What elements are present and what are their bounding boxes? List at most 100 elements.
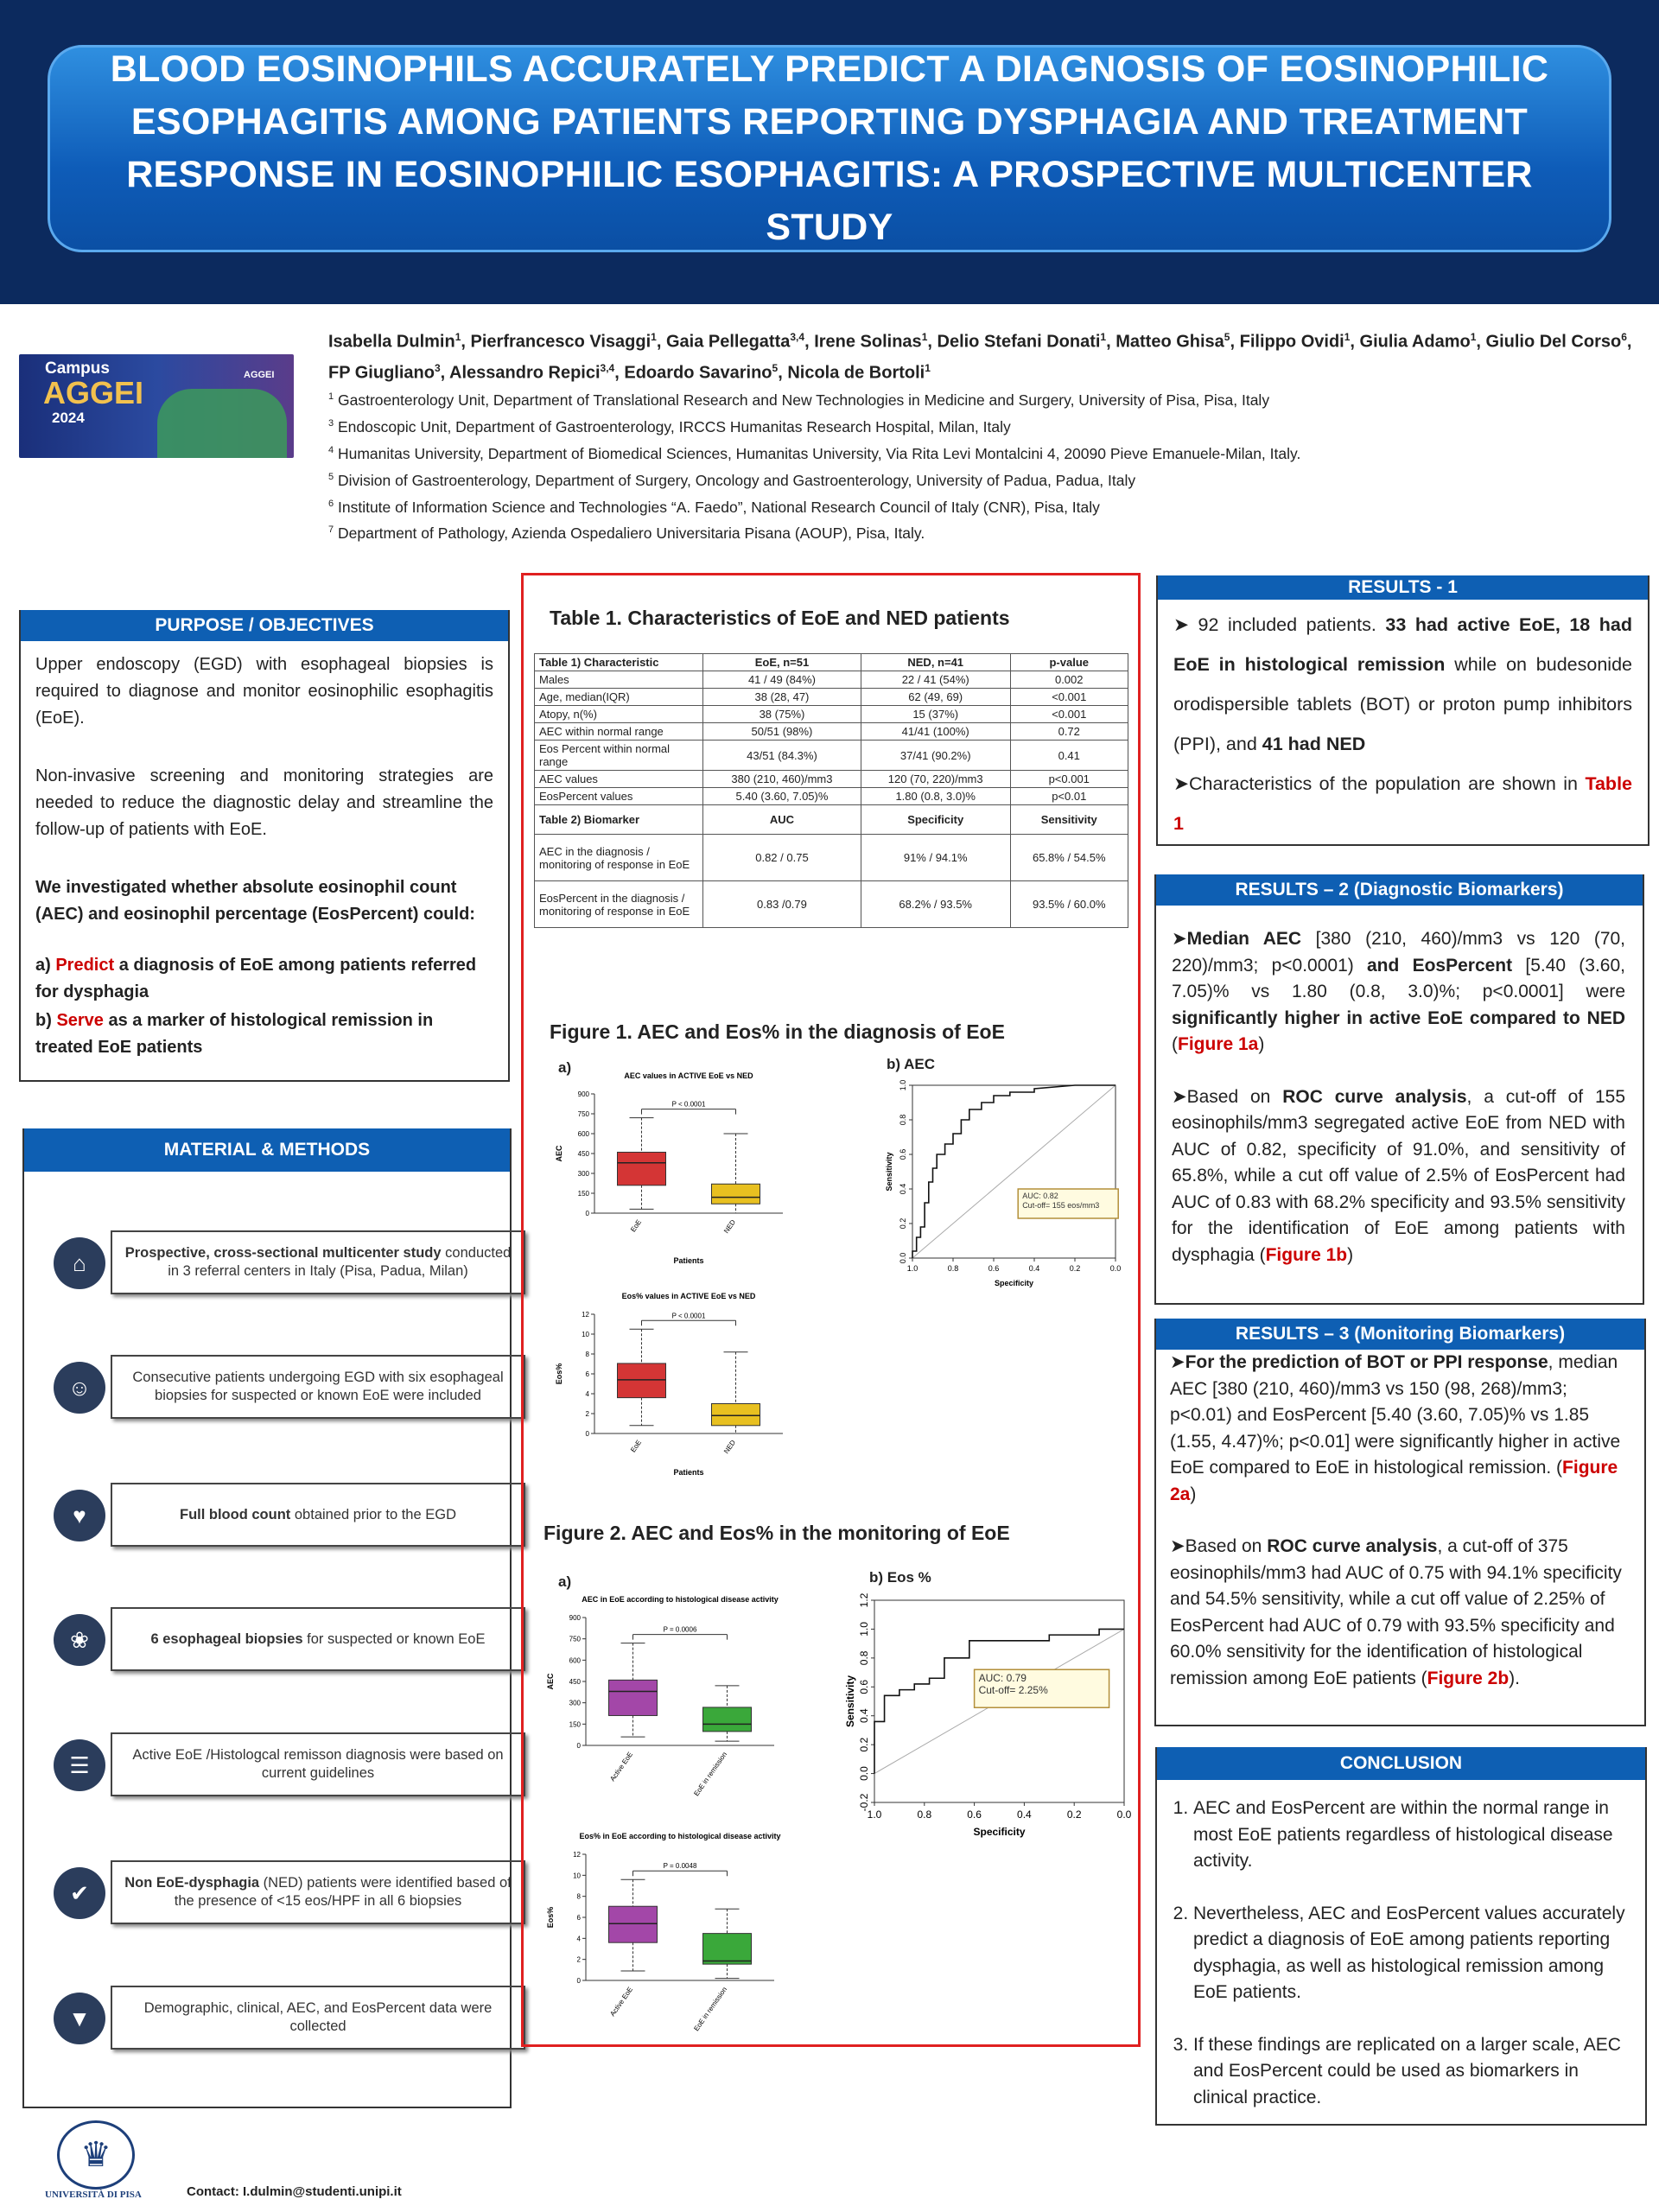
table-cell: 38 (75%) <box>702 705 861 723</box>
purpose-a-rest: a diagnosis of EoE among patients referr… <box>35 956 477 1001</box>
y-tick-label: -0.2 <box>858 1793 870 1811</box>
y-tick-label: 0.4 <box>858 1708 870 1723</box>
table-row: Age, median(IQR)38 (28, 47)62 (49, 69)<0… <box>534 688 1128 706</box>
fig1a-aec-boxplot: AEC values in ACTIVE EoE vs NED015030045… <box>555 1071 783 1265</box>
table-cell: 5.40 (3.60, 7.05)% <box>702 787 861 805</box>
y-tick-label: 0 <box>577 1977 582 1985</box>
method-text: Active EoE /Histologcal remisson diagnos… <box>121 1746 515 1783</box>
r2-fig1a-ref: Figure 1a <box>1178 1034 1259 1054</box>
y-tick-label: 0 <box>586 1430 590 1438</box>
x-tick-label: 0.2 <box>1070 1264 1081 1273</box>
logo-line3: 2024 <box>52 410 85 426</box>
method-item: ⌂Prospective, cross-sectional multicente… <box>54 1230 525 1294</box>
x-tick-label: 0.4 <box>1029 1264 1040 1273</box>
results1-point-2: ➤Characteristics of the population are s… <box>1173 773 1632 834</box>
table-cell: p<0.01 <box>1009 787 1128 805</box>
method-text-box: Full blood count obtained prior to the E… <box>111 1483 525 1547</box>
y-tick-label: 0.2 <box>858 1737 870 1751</box>
stomach-icon: ❀ <box>54 1614 105 1666</box>
r3-t2: ) <box>1190 1484 1197 1504</box>
r1-text-a: 92 included patients. <box>1198 614 1386 635</box>
table-cell: Age, median(IQR) <box>534 688 703 706</box>
y-axis-label: Eos% <box>555 1363 563 1385</box>
fig2a-aec-boxplot: AEC in EoE according to histological dis… <box>546 1595 779 1797</box>
table1-title: Table 1. Characteristics of EoE and NED … <box>550 607 1010 629</box>
author-name: Giulio Del Corso <box>1485 332 1622 352</box>
method-text-box: Non EoE-dysphagia (NED) patients were id… <box>111 1860 525 1924</box>
affiliation-line: 6 Institute of Information Science and T… <box>328 493 1642 519</box>
r1-text-b: 33 had active EoE, 18 had EoE in histolo… <box>1173 614 1632 675</box>
r3-t3: Based on <box>1185 1536 1268 1556</box>
purpose-panel: PURPOSE / OBJECTIVES Upper endoscopy (EG… <box>19 610 510 1082</box>
r2-b2: and EosPercent <box>1367 955 1513 976</box>
author-name: FP Giugliano <box>328 363 435 383</box>
author-affiliation-number: 1 <box>651 331 657 343</box>
table-cell: 41 / 49 (84%) <box>702 671 861 689</box>
y-tick-label: 0.8 <box>858 1650 870 1665</box>
box <box>711 1403 760 1427</box>
results3-header: RESULTS – 3 (Monitoring Biomarkers) <box>1156 1319 1644 1350</box>
x-tick-label: EoE <box>629 1218 643 1234</box>
auc-annotation-text: Cut-off= 155 eos/mm3 <box>1022 1201 1099 1210</box>
hospital-icon: ⌂ <box>54 1237 105 1289</box>
author-name: Matteo Ghisa <box>1116 332 1224 352</box>
author-affiliation-number: 3,4 <box>790 331 805 343</box>
conclusion-item: If these findings are replicated on a la… <box>1193 2032 1630 2112</box>
table-cell: 38 (28, 47) <box>702 688 861 706</box>
author-name: Edoardo Savarino <box>624 363 772 383</box>
y-tick-label: 0.0 <box>899 1253 907 1264</box>
x-tick-label: EoE <box>629 1439 643 1454</box>
title-box: BLOOD EOSINOPHILS ACCURATELY PREDICT A D… <box>48 45 1611 252</box>
r2-t6: , a cut-off of 155 eosinophils/mm3 segre… <box>1172 1086 1626 1265</box>
method-rest: Consecutive patients undergoing EGD with… <box>132 1370 504 1403</box>
r1-text-c: while on budesonide orodispersible table… <box>1173 654 1632 754</box>
x-tick-label: NED <box>722 1439 737 1455</box>
table-row: Atopy, n(%)38 (75%)15 (37%)<0.001 <box>534 705 1128 723</box>
r3-t5: ). <box>1509 1668 1520 1688</box>
fig1-title: Figure 1. AEC and Eos% in the diagnosis … <box>550 1020 1005 1043</box>
author-name: Irene Solinas <box>814 332 922 352</box>
x-tick-label: 0.8 <box>948 1264 959 1273</box>
method-text-box: Consecutive patients undergoing EGD with… <box>111 1355 525 1419</box>
affiliation-line: 5 Division of Gastroenterology, Departme… <box>328 466 1642 493</box>
affiliation-number: 5 <box>328 471 334 482</box>
author-name: Delio Stefani Donati <box>937 332 1101 352</box>
affiliation-text: Humanitas University, Department of Biom… <box>334 444 1301 462</box>
author-affiliation-number: 1 <box>454 331 461 343</box>
plot-frame <box>874 1599 1125 1803</box>
method-item: ✔Non EoE-dysphagia (NED) patients were i… <box>54 1860 525 1924</box>
method-rest: (NED) patients were identified based of … <box>174 1875 512 1909</box>
y-tick-label: 1.2 <box>858 1592 870 1607</box>
r3-t4: , a cut-off of 375 eosinophils/mm3 had A… <box>1170 1536 1622 1688</box>
results2-header: RESULTS – 2 (Diagnostic Biomarkers) <box>1156 874 1643 906</box>
method-item: ▼Demographic, clinical, AEC, and EosPerc… <box>54 1986 525 2050</box>
table-cell: 41/41 (100%) <box>860 722 1011 741</box>
x-tick-label: 0.0 <box>1110 1264 1122 1273</box>
author-block: Isabella Dulmin1, Pierfrancesco Visaggi1… <box>328 324 1642 545</box>
author-names: Isabella Dulmin1, Pierfrancesco Visaggi1… <box>328 331 1632 383</box>
y-tick-label: 12 <box>582 1311 589 1319</box>
y-tick-label: 4 <box>577 1935 582 1942</box>
y-tick-label: 1.0 <box>858 1622 870 1637</box>
x-tick-label: 0.8 <box>917 1808 931 1821</box>
x-tick-label: EoE in remission <box>692 1986 728 2032</box>
r1-text-d: 41 had NED <box>1262 734 1366 754</box>
results1-header: RESULTS - 1 <box>1158 575 1648 600</box>
y-tick-label: 750 <box>569 1636 582 1643</box>
purpose-paragraph-1: Upper endoscopy (EGD) with esophageal bi… <box>35 655 493 728</box>
auc-annotation-box <box>973 1669 1110 1708</box>
table-cell: 91% / 94.1% <box>860 834 1011 881</box>
affiliation-number: 6 <box>328 498 334 509</box>
p-value-annotation: P = 0.0048 <box>664 1862 697 1870</box>
x-tick-label: Active EoE <box>608 1986 634 2018</box>
auc-annotation-box <box>1017 1188 1119 1219</box>
fig1a-eos-boxplot: Eos% values in ACTIVE EoE vs NED02468101… <box>555 1292 783 1477</box>
fig2-title: Figure 2. AEC and Eos% in the monitoring… <box>543 1522 1010 1544</box>
results3-point-1: ➤For the prediction of BOT or PPI respon… <box>1170 1352 1621 1504</box>
results1-panel: RESULTS - 1 ➤ 92 included patients. 33 h… <box>1156 575 1649 846</box>
method-item: ☰Active EoE /Histologcal remisson diagno… <box>54 1732 525 1796</box>
purpose-b-red: Serve <box>56 1011 104 1030</box>
logo-badge: AGGEI <box>244 370 275 380</box>
author-name: Alessandro Repici <box>449 363 601 383</box>
